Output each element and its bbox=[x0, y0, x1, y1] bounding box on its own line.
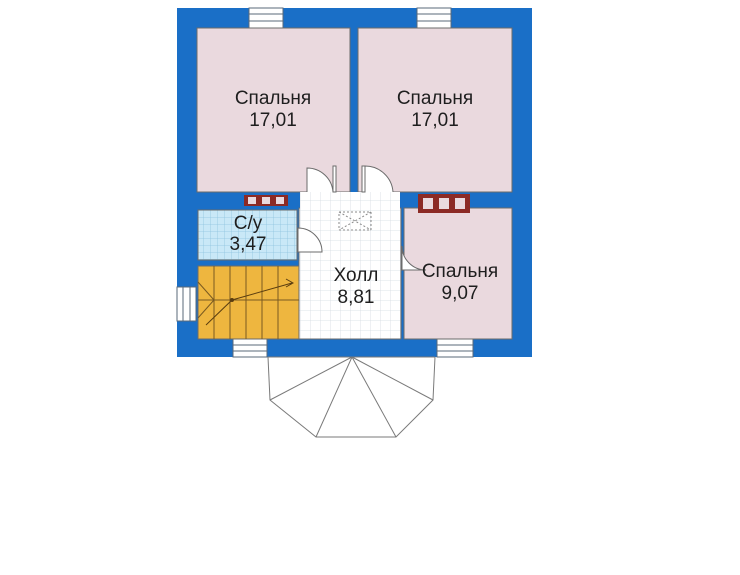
hall-name: Холл bbox=[334, 265, 379, 286]
room-bathroom bbox=[197, 209, 298, 261]
bedroom-small-name: Спальня bbox=[422, 261, 498, 282]
bathroom-name: С/у bbox=[234, 213, 263, 234]
bedroom-top-left-name: Спальня bbox=[235, 88, 311, 109]
window-bottom-right bbox=[436, 338, 474, 358]
window-left-stairs bbox=[176, 286, 197, 322]
bedroom-top-right-name: Спальня bbox=[397, 88, 473, 109]
bedroom-small-area: 9,07 bbox=[442, 283, 479, 304]
room-labels: Спальня 17,01 Спальня 17,01 С/у 3,47 Хол… bbox=[230, 88, 499, 308]
room-bedroom-small bbox=[403, 207, 513, 340]
window-top-left bbox=[248, 7, 284, 29]
fireplace-right bbox=[418, 194, 470, 213]
doors bbox=[297, 165, 427, 271]
door-bedroom-top-right bbox=[364, 165, 394, 193]
bay-window bbox=[267, 356, 436, 438]
attic-hatch bbox=[338, 211, 372, 231]
hall-corridor bbox=[300, 192, 400, 210]
door-bedroom-top-left bbox=[306, 167, 334, 193]
fireplace-left bbox=[244, 195, 288, 206]
staircase bbox=[197, 265, 300, 340]
door-bathroom bbox=[297, 227, 323, 253]
hall-area: 8,81 bbox=[338, 287, 375, 308]
door-bedroom-small bbox=[401, 245, 427, 271]
bedroom-top-left-area: 17,01 bbox=[249, 110, 297, 131]
window-bottom-left bbox=[232, 338, 268, 358]
room-bedroom-top-left bbox=[196, 27, 351, 193]
bathroom-area: 3,47 bbox=[230, 234, 267, 255]
window-top-right bbox=[416, 7, 452, 29]
windows bbox=[176, 7, 474, 358]
room-bedroom-top-right bbox=[357, 27, 513, 193]
bedroom-top-right-area: 17,01 bbox=[411, 110, 459, 131]
